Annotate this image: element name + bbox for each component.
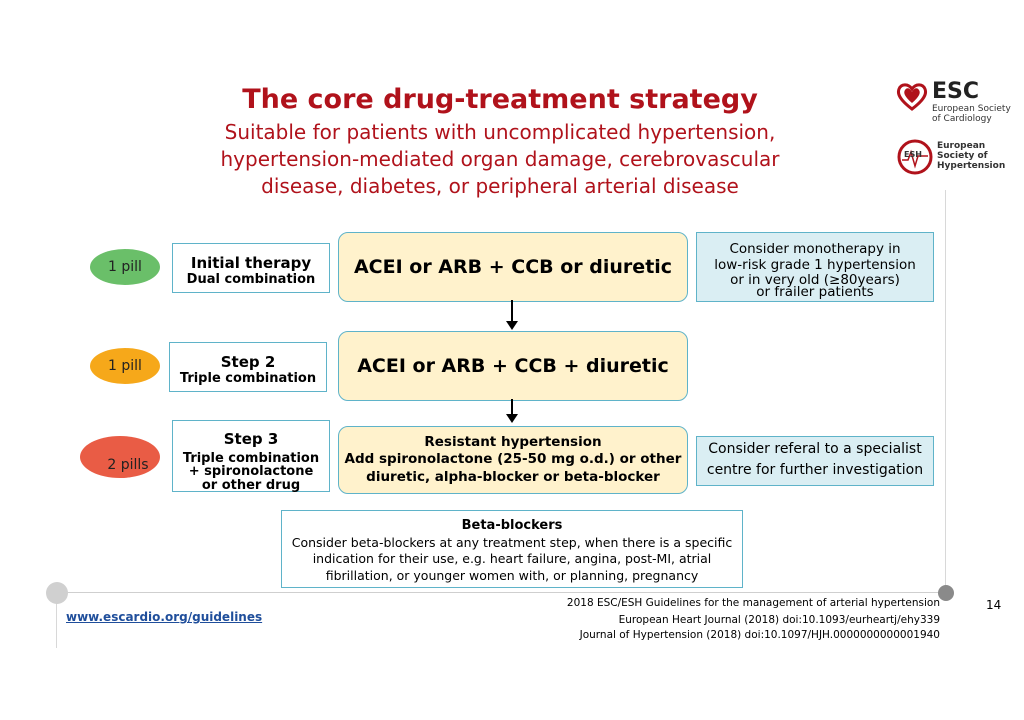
step-sub-initial: Dual combination [186, 271, 316, 287]
subtitle-line-3: disease, diabetes, or peripheral arteria… [261, 174, 739, 198]
step-box-initial: Initial therapy Dual combination [172, 243, 330, 293]
heart-icon [896, 83, 928, 111]
step-title-initial: Initial therapy [190, 254, 312, 272]
pill-badge-2-label: 1 pill [108, 358, 142, 374]
reference-line-3: Journal of Hypertension (2018) doi:10.10… [579, 629, 940, 641]
subtitle-line-1: Suitable for patients with uncomplicated… [224, 120, 776, 144]
reference-line-2: European Heart Journal (2018) doi:10.109… [618, 614, 940, 626]
step-sub-2: Triple combination [179, 370, 317, 386]
therapy-text-2: ACEI or ARB + CCB + diuretic [357, 355, 669, 377]
right-divider [945, 190, 946, 590]
therapy-line-3a: Add spironolactone (25-50 mg o.d.) or ot… [344, 451, 682, 468]
step-sub-3-line-3: or other drug [201, 478, 301, 494]
esc-name-line-2: of Cardiology [932, 114, 992, 124]
step-box-3: Step 3 Triple combination + spironolacto… [172, 420, 330, 492]
beta-blockers-box: Beta-blockers Consider beta-blockers at … [281, 510, 743, 588]
pill-badge-2: 1 pill [90, 348, 160, 384]
referral-line-2: centre for further investigation [706, 462, 924, 478]
page-number: 14 [986, 598, 1002, 612]
referral-line-1: Consider referal to a specialist [708, 441, 922, 457]
step-title-3: Step 3 [223, 430, 279, 448]
footer-dot-right [938, 585, 954, 601]
step-title-2: Step 2 [220, 353, 276, 371]
step-sub-3-line-2: + spironolactone [188, 464, 314, 480]
pill-badge-1: 1 pill [90, 249, 160, 285]
esh-logo: ESH European Society of Hypertension [896, 138, 1016, 180]
esh-name-line-3: Hypertension [937, 161, 1006, 171]
esc-name-line-1: European Society [932, 104, 1011, 114]
arrow-down-icon [506, 414, 518, 423]
monotherapy-line-3: or in very old (≥80years) [730, 272, 900, 289]
esc-abbr: ESC [932, 79, 980, 104]
footer-divider [56, 592, 948, 593]
slide-title: The core drug-treatment strategy [242, 84, 758, 115]
therapy-line-3b: diuretic, alpha-blocker or beta-blocker [366, 468, 660, 485]
monotherapy-line-2: low-risk grade 1 hypertension [714, 256, 916, 273]
beta-blockers-title: Beta-blockers [461, 518, 563, 533]
reference-line-1: 2018 ESC/ESH Guidelines for the manageme… [566, 597, 940, 609]
therapy-title-3: Resistant hypertension [424, 433, 602, 450]
monotherapy-line-1: Consider monotherapy in [729, 241, 901, 257]
guidelines-link[interactable]: www.escardio.org/guidelines [66, 610, 263, 624]
arrow-line-2 [511, 399, 513, 415]
step-sub-3-line-1: Triple combination [182, 450, 320, 466]
monotherapy-note: Consider monotherapy in low-risk grade 1… [696, 232, 934, 302]
esh-emblem-icon [897, 139, 933, 175]
footer-dot-left [46, 582, 68, 604]
arrow-down-icon [506, 321, 518, 330]
referral-note: Consider referal to a specialist centre … [696, 436, 934, 486]
beta-blockers-line-1: Consider beta-blockers at any treatment … [291, 534, 733, 550]
therapy-text-initial: ACEI or ARB + CCB or diuretic [353, 256, 673, 278]
pill-badge-3: 2 pills [80, 436, 160, 478]
step-box-2: Step 2 Triple combination [169, 342, 327, 392]
subtitle-line-2: hypertension-mediated organ damage, cere… [220, 147, 780, 171]
therapy-box-3: Resistant hypertension Add spironolacton… [338, 426, 688, 494]
esh-name-line-1: European [937, 141, 986, 151]
esh-abbr: ESH [904, 150, 922, 159]
left-divider [56, 600, 57, 648]
esh-name-line-2: Society of [937, 151, 988, 161]
therapy-box-2: ACEI or ARB + CCB + diuretic [338, 331, 688, 401]
pill-badge-3-label: 2 pills [107, 457, 149, 473]
beta-blockers-line-2: indication for their use, e.g. heart fai… [312, 551, 712, 567]
therapy-box-initial: ACEI or ARB + CCB or diuretic [338, 232, 688, 302]
arrow-line-1 [511, 300, 513, 322]
monotherapy-line-4: or frailer patients [756, 283, 874, 300]
esc-logo: ESC European Society of Cardiology [896, 78, 1016, 132]
beta-blockers-line-3: fibrillation, or younger women with, or … [325, 568, 699, 584]
pill-badge-1-label: 1 pill [108, 259, 142, 275]
